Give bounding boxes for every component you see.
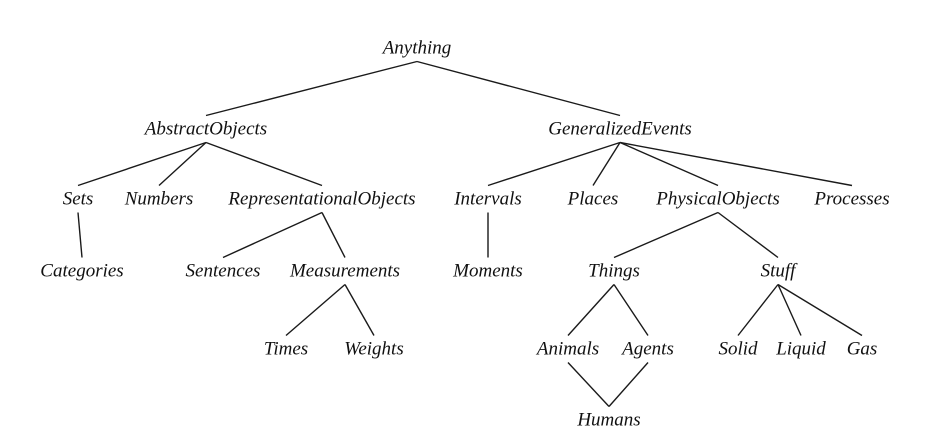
node-weights: Weights <box>344 338 404 360</box>
edge-generalized_events-to-intervals <box>487 141 621 187</box>
edge-agents-to-humans <box>608 362 649 407</box>
edge-anything-to-generalized_events <box>416 60 621 117</box>
edge-representational_objects-to-sentences <box>222 211 323 259</box>
edge-animals-to-humans <box>567 362 610 407</box>
node-sets: Sets <box>62 188 94 210</box>
node-animals: Animals <box>536 338 600 360</box>
node-physical-objects: PhysicalObjects <box>656 188 780 210</box>
node-stuff: Stuff <box>760 260 796 282</box>
node-humans: Humans <box>577 409 641 431</box>
edge-representational_objects-to-measurements <box>321 212 346 258</box>
node-categories: Categories <box>40 260 124 282</box>
edge-generalized_events-to-processes <box>619 141 853 187</box>
edge-physical_objects-to-things <box>613 211 719 259</box>
node-anything: Anything <box>382 37 452 59</box>
edge-stuff-to-gas <box>777 283 863 337</box>
node-numbers: Numbers <box>124 188 194 210</box>
edge-things-to-agents <box>613 284 649 336</box>
node-things: Things <box>588 260 640 282</box>
edge-measurements-to-times <box>285 283 346 337</box>
node-gas: Gas <box>846 338 878 360</box>
node-times: Times <box>263 338 309 360</box>
edge-abstract_objects-to-numbers <box>158 141 207 187</box>
node-abstract-objects: AbstractObjects <box>144 118 268 140</box>
node-generalized-events: GeneralizedEvents <box>548 118 692 140</box>
node-representational-objects: RepresentationalObjects <box>228 188 416 210</box>
edge-abstract_objects-to-sets <box>77 141 207 187</box>
node-places: Places <box>567 188 619 210</box>
node-processes: Processes <box>814 188 890 210</box>
edge-anything-to-abstract_objects <box>205 60 418 117</box>
node-liquid: Liquid <box>776 338 826 360</box>
node-sentences: Sentences <box>185 260 261 282</box>
edge-stuff-to-liquid <box>777 284 802 336</box>
edge-things-to-animals <box>567 284 615 336</box>
edge-generalized_events-to-places <box>592 142 621 186</box>
node-measurements: Measurements <box>289 260 401 282</box>
node-moments: Moments <box>453 260 523 282</box>
node-solid: Solid <box>718 338 758 360</box>
edge-physical_objects-to-stuff <box>717 211 779 259</box>
edge-sets-to-categories <box>77 212 83 258</box>
node-agents: Agents <box>622 338 674 360</box>
edge-measurements-to-weights <box>344 284 375 336</box>
node-intervals: Intervals <box>454 188 522 210</box>
edge-abstract_objects-to-representational_objects <box>205 141 323 187</box>
edge-generalized_events-to-physical_objects <box>619 141 719 187</box>
edge-stuff-to-solid <box>737 284 779 336</box>
